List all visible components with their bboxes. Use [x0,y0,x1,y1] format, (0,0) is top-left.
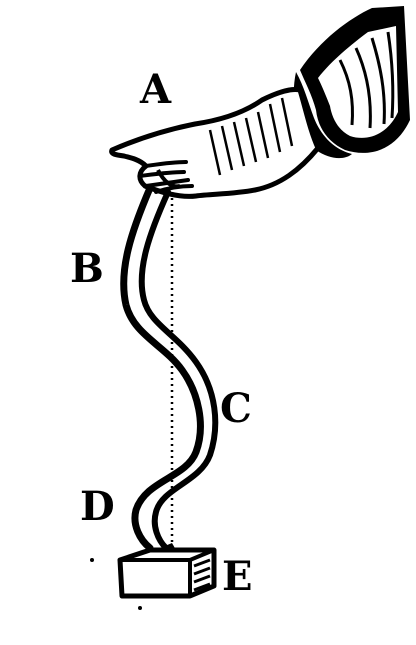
hanging-cord [120,184,219,552]
ink-specks [90,558,142,610]
label-a: A [139,66,172,113]
label-c: C [220,385,252,432]
label-d: D [80,483,115,530]
label-e: E [222,553,253,600]
hand [109,87,321,199]
label-b: B [70,245,104,292]
weight-block [117,543,217,599]
sleeve [293,6,410,159]
